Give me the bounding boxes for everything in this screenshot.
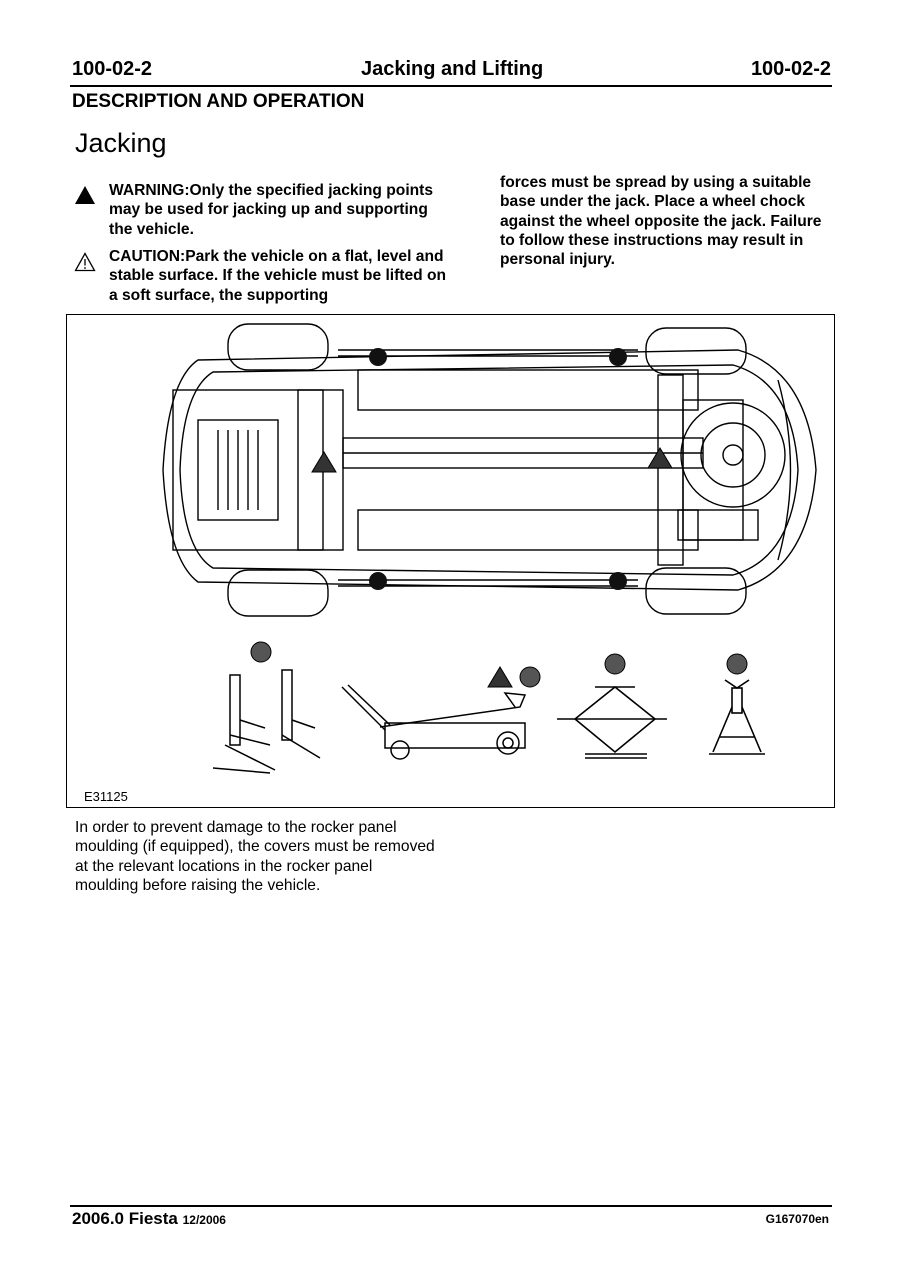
footer-doc-code: G167070en (765, 1212, 829, 1226)
caution-text: CAUTION:Park the vehicle on a flat, leve… (109, 248, 447, 304)
body-paragraph: In order to prevent damage to the rocker… (75, 819, 435, 894)
caution-outline-triangle-icon (74, 252, 96, 272)
footer-model-name: 2006.0 Fiesta (72, 1209, 178, 1228)
footer-rule (70, 1205, 832, 1207)
page-heading: Jacking (75, 128, 167, 158)
scissor-jack-icon (557, 653, 667, 759)
caution-continued-text: forces must be spread by using a suitabl… (500, 174, 822, 269)
two-post-lift-icon (212, 641, 321, 774)
vehicle-underbody-illustration (162, 323, 817, 617)
figure-frame (66, 314, 835, 808)
page-number-right: 100-02-2 (750, 58, 831, 80)
footer-date: 12/2006 (182, 1213, 226, 1227)
footer-model: 2006.0 Fiesta 12/2006 (72, 1209, 226, 1229)
section-title: DESCRIPTION AND OPERATION (72, 91, 365, 112)
warning-text: WARNING:Only the specified jacking point… (109, 182, 434, 238)
figure-id: E31125 (84, 789, 128, 804)
page-header-title: Jacking and Lifting (361, 58, 544, 80)
trolley-jack-icon (341, 666, 541, 760)
warning-filled-triangle-icon (75, 186, 95, 204)
header-rule (70, 85, 832, 87)
axle-stand-icon (709, 653, 765, 755)
page-number-left: 100-02-2 (72, 58, 153, 80)
